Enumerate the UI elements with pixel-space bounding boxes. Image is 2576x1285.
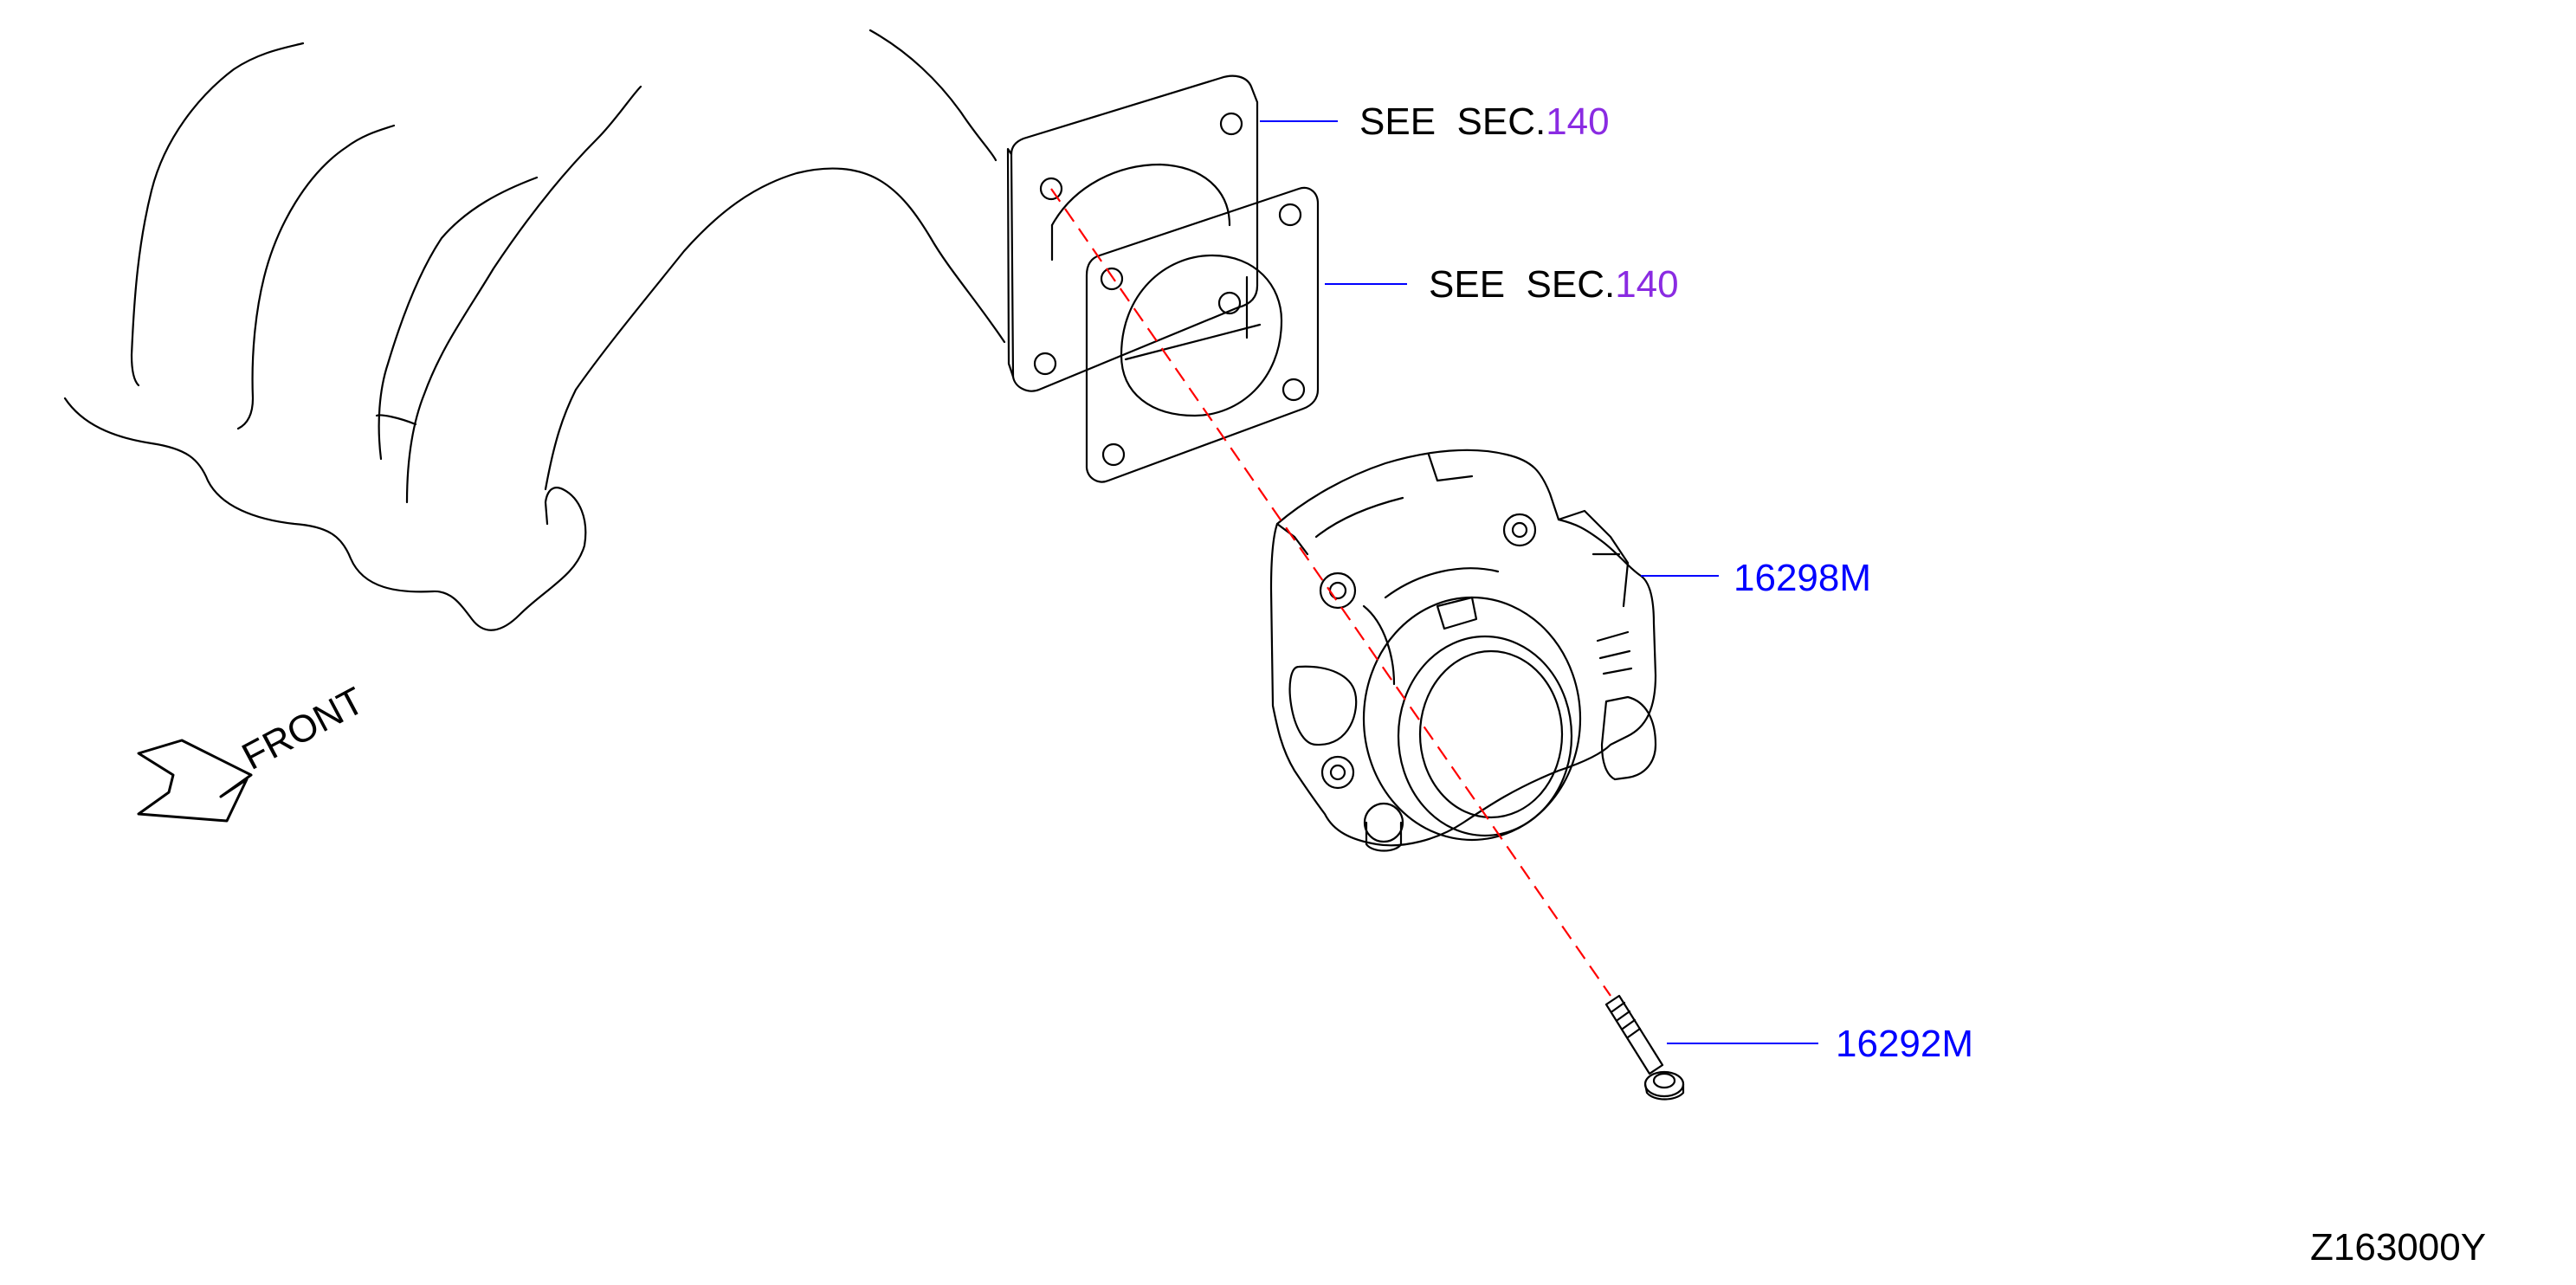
assembly-centerline [1050,188,1611,997]
bolt-drawing [1604,994,1685,1101]
upper-gasket-callout: SEE SEC.140 [1359,100,1610,143]
lower-gasket-section-link[interactable]: 140 [1615,263,1678,306]
upper-gasket-see-section: SEE SEC. [1359,100,1546,143]
upper-gasket-drawing [1006,74,1259,392]
lower-gasket-see-section: SEE SEC. [1429,263,1615,306]
figure-id: Z163000Y [2310,1226,2486,1269]
throttle-body-part-number[interactable]: 16298M [1733,557,1871,599]
front-direction-label: FRONT [236,679,371,778]
bolt-part-number[interactable]: 16292M [1836,1023,1973,1065]
intake-manifold-drawing [63,29,1006,631]
front-direction-arrow [137,739,253,823]
lower-gasket-drawing [1085,186,1320,483]
throttle-body-drawing [1269,449,1657,852]
upper-gasket-section-link[interactable]: 140 [1546,100,1609,143]
lower-gasket-callout: SEE SEC.140 [1429,263,1679,306]
